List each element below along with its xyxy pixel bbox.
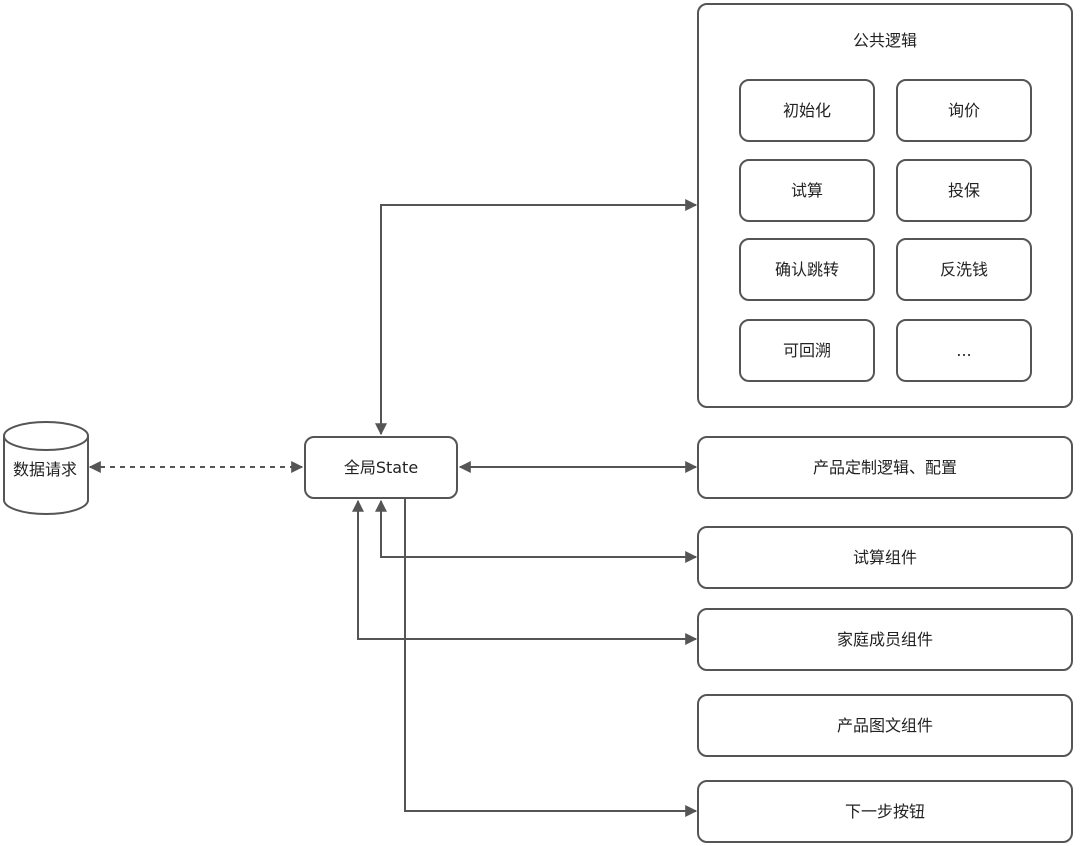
family-member-component-box: 家庭成员组件 [697, 608, 1073, 671]
logic-item-init: 初始化 [739, 79, 875, 142]
logic-item-anti-money-laundering: 反洗钱 [896, 238, 1032, 301]
common-logic-connector [375, 199, 698, 436]
logic-item-calc: 试算 [739, 159, 875, 222]
family-component-connector [352, 499, 698, 645]
database-icon [3, 421, 89, 515]
data-request-label: 数据请求 [12, 460, 77, 479]
product-media-component-box: 产品图文组件 [697, 694, 1073, 757]
logic-item-insure: 投保 [896, 159, 1032, 222]
next-step-button-box: 下一步按钮 [697, 780, 1073, 843]
common-logic-title: 公共逻辑 [852, 31, 917, 50]
logic-item-inquiry: 询价 [896, 79, 1032, 142]
logic-item-traceable: 可回溯 [739, 319, 875, 382]
product-config-box: 产品定制逻辑、配置 [697, 436, 1073, 499]
logic-item-confirm-jump: 确认跳转 [739, 238, 875, 301]
global-state-box: 全局State [304, 436, 458, 499]
logic-item-more: ... [896, 319, 1032, 382]
next-button-connector [404, 499, 698, 817]
calc-component-box: 试算组件 [697, 526, 1073, 589]
calc-component-connector [375, 499, 698, 563]
